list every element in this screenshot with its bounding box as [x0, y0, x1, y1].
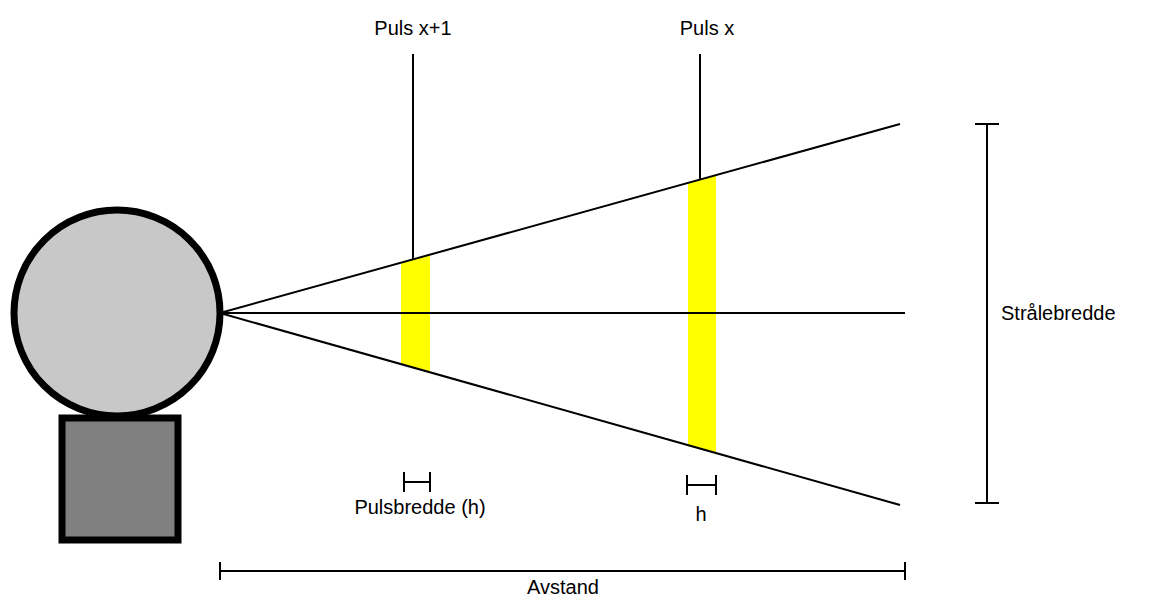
- beam-width-label: Strålebredde: [1001, 302, 1116, 325]
- radar-base: [62, 418, 178, 540]
- leader-line: [699, 54, 701, 179]
- pulse-width-bracket: [404, 472, 430, 492]
- dimension-label: h: [695, 503, 706, 526]
- dimension-label: Pulsbredde (h): [354, 496, 485, 519]
- width-bracket: [975, 124, 999, 503]
- distance-label: Avstand: [527, 576, 599, 599]
- radar-antenna: [14, 210, 220, 416]
- beam-edge: [220, 313, 900, 505]
- pulse-label: Puls x: [680, 17, 734, 40]
- pulse-width-bracket: [687, 475, 716, 495]
- pulse-label: Puls x+1: [374, 17, 451, 40]
- beam-axis: [220, 312, 905, 314]
- beam-edge: [220, 124, 900, 313]
- leader-line: [412, 54, 414, 259]
